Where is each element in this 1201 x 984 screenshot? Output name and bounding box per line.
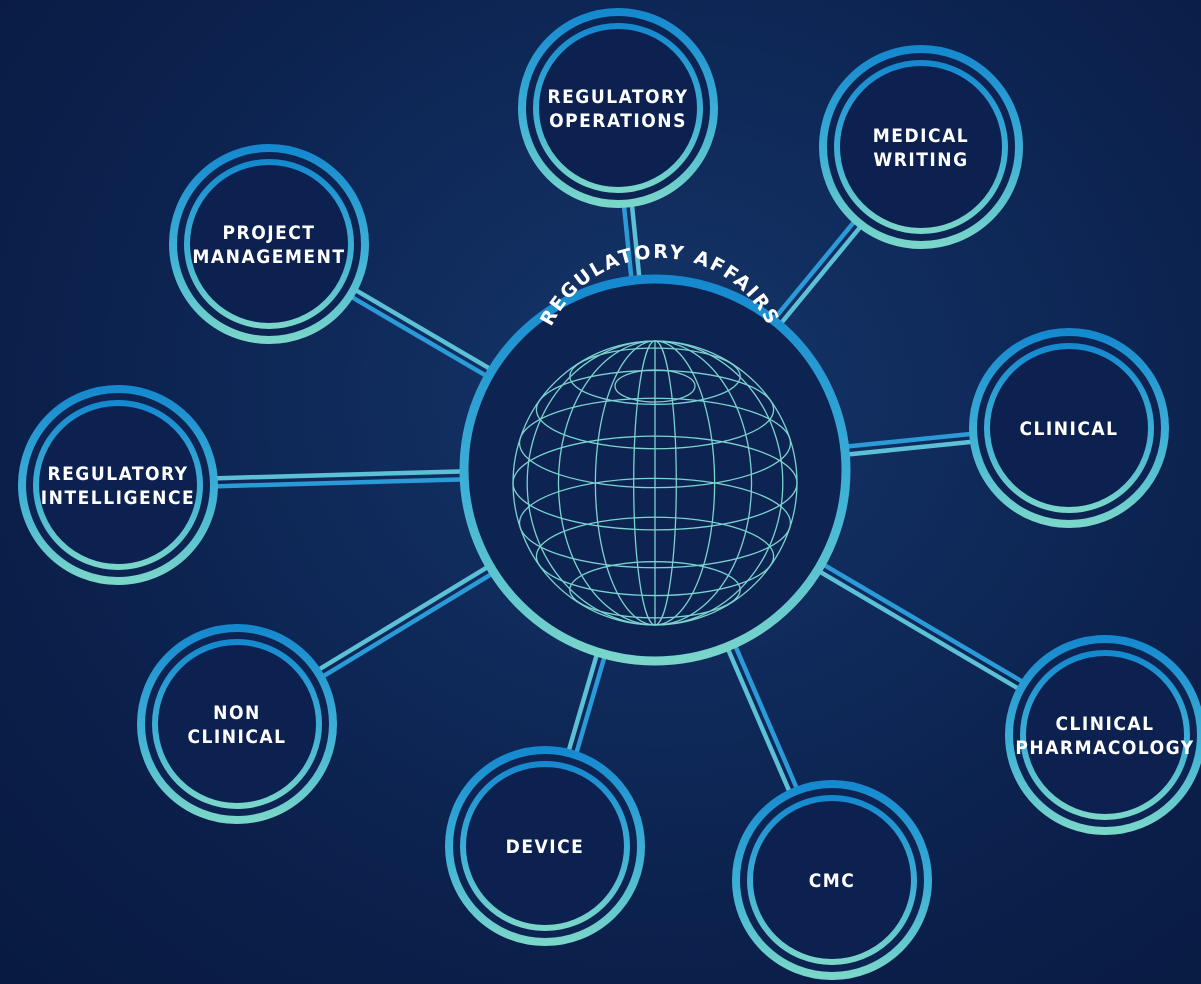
connector-clinical-pharmacology [812,559,1026,692]
connector-device [565,647,609,756]
connector-project-management [348,287,497,381]
node-label: CLINICAL [1055,713,1154,735]
connector-line [214,476,469,489]
node-device[interactable]: DEVICE [445,746,645,946]
connector-line [817,559,1026,685]
connector-line [213,468,469,481]
connector-line [319,568,499,680]
connector-regulatory-operations [621,202,643,285]
connector-line [629,202,643,284]
node-label: REGULATORY [547,86,688,108]
node-label: MEDICAL [873,125,969,147]
connector-non-clinical [315,561,499,680]
node-label: INTELLIGENCE [41,487,195,509]
connector-clinical [840,431,975,458]
connector-line [841,439,975,458]
node-label: PHARMACOLOGY [1015,737,1194,759]
node-inner-ring [184,159,354,329]
connector-line [840,431,974,450]
node-label: MANAGEMENT [192,246,345,268]
node-inner-ring [1020,650,1190,820]
node-inner-ring [460,761,630,931]
node-label: CMC [809,870,856,892]
globe-icon [512,340,798,626]
connector-line [730,639,800,792]
connector-line [348,294,493,381]
connector-line [769,218,858,325]
node-label: REGULATORY [47,463,188,485]
node-cmc[interactable]: CMC [732,780,932,980]
nodes-group: REGULATORYOPERATIONSMEDICALWRITINGPROJEC… [18,8,1201,980]
node-inner-ring [834,60,1008,234]
node-label: CLINICAL [187,726,286,748]
connector-line [573,649,609,756]
node-inner-ring [533,23,703,193]
connector-line [315,561,495,673]
connector-line [352,287,497,375]
node-label: NON [213,702,261,724]
connector-line [565,647,601,754]
node-label: DEVICE [506,836,585,858]
connector-line [723,642,793,795]
node-inner-ring [33,400,203,570]
node-label: OPERATIONS [549,110,687,132]
node-inner-ring [747,795,917,965]
globe-pole-cap [614,369,696,403]
node-inner-ring [984,343,1154,513]
connector-line [621,203,635,285]
connector-line [812,566,1022,692]
node-inner-ring [152,639,322,809]
node-clinical[interactable]: CLINICAL [969,328,1169,528]
connector-regulatory-intelligence [213,468,469,489]
connector-cmc [723,639,800,795]
node-label: WRITING [873,149,968,171]
node-label: CLINICAL [1019,418,1118,440]
node-label: PROJECT [223,222,316,244]
connector-line [775,223,864,330]
connector-medical-writing [769,218,864,330]
connectors-group [213,202,1026,795]
